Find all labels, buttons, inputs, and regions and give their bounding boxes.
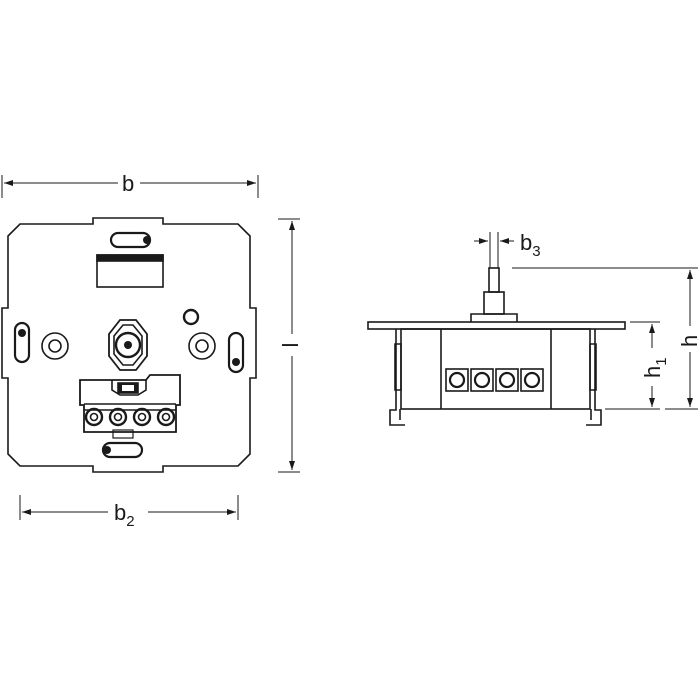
rotary-knob bbox=[108, 319, 148, 371]
dimension-b2: b2 bbox=[19, 495, 239, 530]
side-terminal-screws bbox=[445, 368, 544, 392]
side-view: b3 bbox=[367, 230, 700, 426]
label-window bbox=[96, 254, 164, 288]
top-keyhole-slot bbox=[109, 231, 152, 249]
right-screw-hole bbox=[188, 332, 216, 360]
small-indicator-hole bbox=[182, 308, 200, 326]
terminal-block bbox=[79, 374, 181, 439]
dimension-h-label: h bbox=[677, 335, 700, 347]
front-view: b bbox=[1, 171, 303, 530]
dimension-l: l bbox=[278, 218, 303, 473]
dimension-b3: b3 bbox=[474, 230, 541, 268]
dimension-l-label: l bbox=[278, 343, 303, 348]
dimension-b3-label: b3 bbox=[520, 230, 541, 260]
side-plate bbox=[367, 321, 626, 330]
side-body bbox=[389, 328, 602, 426]
left-screw-hole bbox=[41, 332, 69, 360]
left-vertical-slot bbox=[13, 321, 31, 364]
dimension-b-label: b bbox=[122, 171, 134, 196]
shaft bbox=[470, 267, 518, 322]
front-terminal-screws bbox=[84, 407, 176, 427]
dimension-h1-label: h1 bbox=[640, 357, 670, 378]
dimension-h1: h1 bbox=[605, 321, 670, 410]
dimension-b2-label: b2 bbox=[114, 500, 135, 530]
dimension-b: b bbox=[1, 171, 259, 198]
right-vertical-slot bbox=[227, 331, 245, 374]
dimension-h: h bbox=[512, 267, 700, 410]
bottom-keyhole-slot bbox=[101, 441, 144, 459]
mounting-plate-outline bbox=[1, 217, 257, 473]
